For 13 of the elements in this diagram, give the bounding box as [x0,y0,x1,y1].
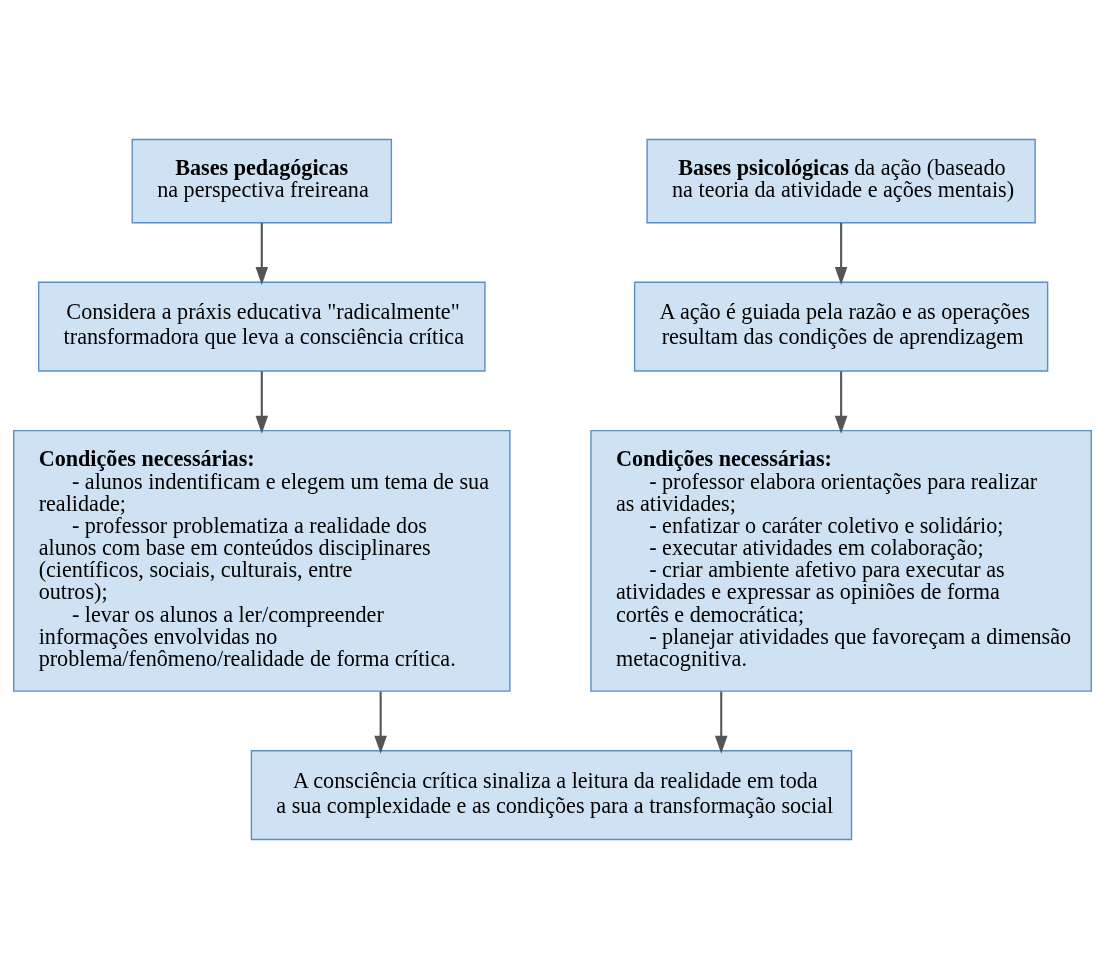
arrow [714,691,728,754]
arrow [374,691,387,754]
node-box: A ação é guiada pela razão e as operações resultam das condições de aprendizagem [633,281,1049,372]
node-box: Condições necessárias: - alunos indentificam e elegem um tema de sua realidade; - professor problematiza a realidade dos alunos com base em conteúdos disciplinares (científicos, sociais, culturais, entre outros); - levar os alunos a ler/compreender informações envolvidas no problema/fenômeno/realidade de forma crítica. [13,429,511,692]
arrow [255,222,269,285]
node-box: Bases psicológicas da ação (baseado na teoria da atividade e ações mentais) [646,138,1036,223]
arrow [834,222,848,285]
node-box: A consciência crítica sinaliza a leitura da realidade em toda a sua complexidade e as condições para a transformação social [250,749,853,840]
arrow [834,370,848,434]
node-box: Condições necessárias: - professor elabora orientações para realizar as atividades; - enfatizar o caráter coletivo e solidário; - executar atividades em colaboração; - criar ambiente afetivo para executar as atividades e expressar as opiniões de forma cortês e democrática; - planejar atividades que favoreçam a dimensão metacognitiva. [590,429,1092,692]
arrow [255,370,269,434]
node-box: Bases pedagógicas na perspectiva freireana [131,138,393,223]
node-box: Considera a práxis educativa "radicalmente" transformadora que leva a consciência crítica [37,281,486,372]
